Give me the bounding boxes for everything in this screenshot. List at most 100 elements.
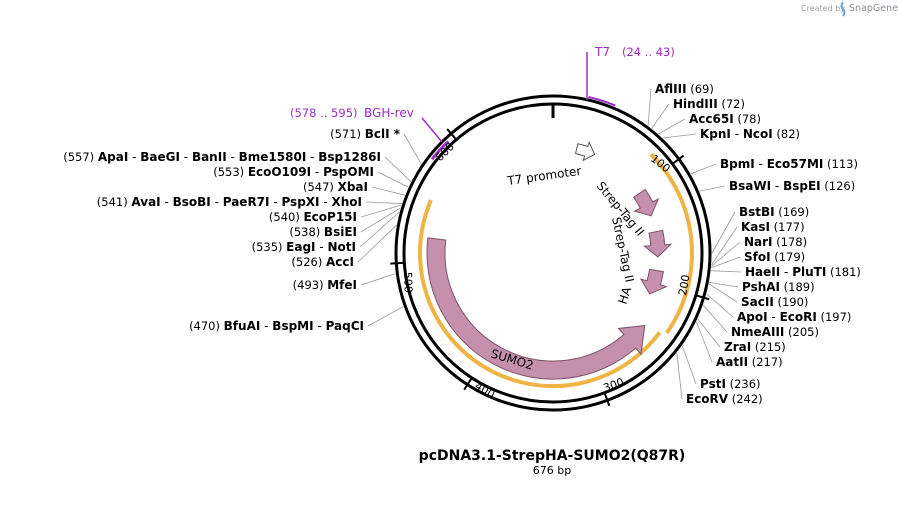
- site-label: BpmI - Eco57MI (113): [720, 157, 858, 171]
- site-enzyme-name: ApoI: [737, 310, 768, 324]
- site-separator: -: [314, 319, 326, 333]
- site-enzyme-name: BanII: [192, 150, 227, 164]
- site-connector: [710, 270, 742, 273]
- site-separator: -: [211, 195, 223, 209]
- site-enzyme-name: EcoRI: [780, 310, 817, 324]
- site-separator: -: [180, 150, 192, 164]
- restriction-sites-left: (571) BclI *(557) ApaI - BaeGI - BanII -…: [63, 127, 400, 333]
- site-position: (538): [289, 225, 324, 239]
- site-label: PstI (236): [700, 377, 761, 391]
- site-enzyme-name: Eco57MI: [767, 157, 824, 171]
- site-connector: [662, 133, 697, 139]
- site-connector: [711, 211, 736, 254]
- site-position: (169): [775, 205, 810, 219]
- primer-t7-arc: [588, 96, 616, 107]
- site-label: HaeII - PluTI (181): [745, 265, 861, 279]
- ruler-tick: [695, 294, 710, 301]
- site-label: (540) EcoP15I: [269, 210, 357, 224]
- site-connector: [384, 156, 412, 182]
- site-connector: [658, 118, 686, 135]
- site-connector: [367, 306, 404, 327]
- site-enzyme-name: XhoI: [331, 195, 362, 209]
- site-label: ZraI (215): [724, 340, 786, 354]
- site-connector: [360, 273, 396, 286]
- site-enzyme-name: SacII: [741, 295, 774, 309]
- site-position: (215): [751, 340, 786, 354]
- site-label: (547) XbaI: [303, 180, 368, 194]
- site-label: (470) BfuAI - BspMI - PaqCI: [189, 319, 364, 333]
- site-label: NmeAIII (205): [731, 325, 819, 339]
- site-connector: [711, 241, 741, 267]
- primer-bgh-name: BGH-rev: [364, 106, 414, 120]
- site-enzyme-name: PstI: [700, 377, 726, 391]
- feature-ha-arrow: [639, 268, 668, 295]
- site-enzyme-name: Bme1580I: [239, 150, 307, 164]
- orf-arcs: [418, 152, 694, 389]
- primer-bgh-arc: [430, 140, 450, 161]
- site-position: (82): [773, 127, 800, 141]
- site-position: (72): [718, 97, 745, 111]
- credit: Created by SnapGene: [801, 1, 898, 17]
- site-enzyme-name: AccI: [326, 255, 354, 269]
- site-position: (181): [826, 265, 861, 279]
- site-label: (493) MfeI: [293, 278, 357, 292]
- site-label: HindIII (72): [673, 97, 745, 111]
- site-label: AatII (217): [716, 355, 783, 369]
- site-label: PshAI (189): [742, 280, 815, 294]
- site-connector: [696, 321, 713, 363]
- site-separator: -: [320, 195, 332, 209]
- site-position: (535): [252, 240, 287, 254]
- site-label: (526) AccI: [291, 255, 354, 269]
- feature-strep-tag-1-arrow: [633, 188, 660, 217]
- site-enzyme-name: PluTI: [792, 265, 826, 279]
- site-position: (78): [734, 112, 761, 126]
- site-position: (236): [726, 377, 761, 391]
- primer-t7: T7 (24 .. 43): [586, 45, 675, 107]
- site-label: KasI (177): [741, 220, 805, 234]
- site-separator: -: [306, 150, 318, 164]
- site-separator: -: [227, 150, 239, 164]
- site-enzyme-name: EcoP15I: [303, 210, 357, 224]
- site-separator: -: [270, 195, 282, 209]
- site-connector: [702, 304, 728, 333]
- ruler-tick: [463, 377, 473, 391]
- site-enzyme-name: EcoRV: [686, 392, 729, 406]
- site-enzyme-name: BsoBI: [173, 195, 211, 209]
- site-enzyme-name: KpnI: [700, 127, 731, 141]
- map-title: pcDNA3.1-StrepHA-SUMO2(Q87R): [419, 448, 686, 464]
- site-enzyme-name: AvaI: [131, 195, 160, 209]
- site-connector: [711, 226, 738, 266]
- site-position: (177): [770, 220, 805, 234]
- site-position: (190): [774, 295, 809, 309]
- site-connector: [711, 256, 741, 269]
- site-connector: [651, 103, 670, 129]
- site-enzyme-name: HindIII: [673, 97, 718, 111]
- site-connector: [708, 283, 738, 303]
- orf-arc-right: [649, 152, 694, 335]
- site-label: NarI (178): [744, 235, 807, 249]
- site-enzyme-name: EcoO109I: [248, 165, 311, 179]
- site-enzyme-name: NmeAIII: [731, 325, 784, 339]
- snapgene-logo-icon: [840, 1, 846, 17]
- backbone: [394, 94, 712, 412]
- site-position: (113): [823, 157, 858, 171]
- site-connector: [357, 224, 397, 263]
- site-position: (493): [293, 278, 328, 292]
- site-separator: -: [755, 157, 767, 171]
- ruler-tick: [671, 154, 685, 165]
- site-enzyme-name: BclI *: [365, 127, 401, 141]
- site-label: (535) EagI - NotI: [252, 240, 356, 254]
- site-connector: [377, 171, 409, 188]
- site-label: KpnI - NcoI (82): [700, 127, 800, 141]
- site-enzyme-name: PspXI: [281, 195, 319, 209]
- site-label: ApoI - EcoRI (197): [737, 310, 851, 324]
- primer-bgh-range: (578 .. 595): [290, 106, 358, 120]
- site-enzyme-name: NarI: [744, 235, 773, 249]
- tick-label-200: 200: [676, 274, 692, 297]
- site-enzyme-name: ZraI: [724, 340, 751, 354]
- primer-t7-range: (24 .. 43): [622, 45, 675, 59]
- site-connector: [359, 211, 400, 248]
- ruler-tick: [390, 261, 405, 265]
- site-enzyme-name: HaeII: [745, 265, 780, 279]
- site-enzyme-name: EagI: [286, 240, 315, 254]
